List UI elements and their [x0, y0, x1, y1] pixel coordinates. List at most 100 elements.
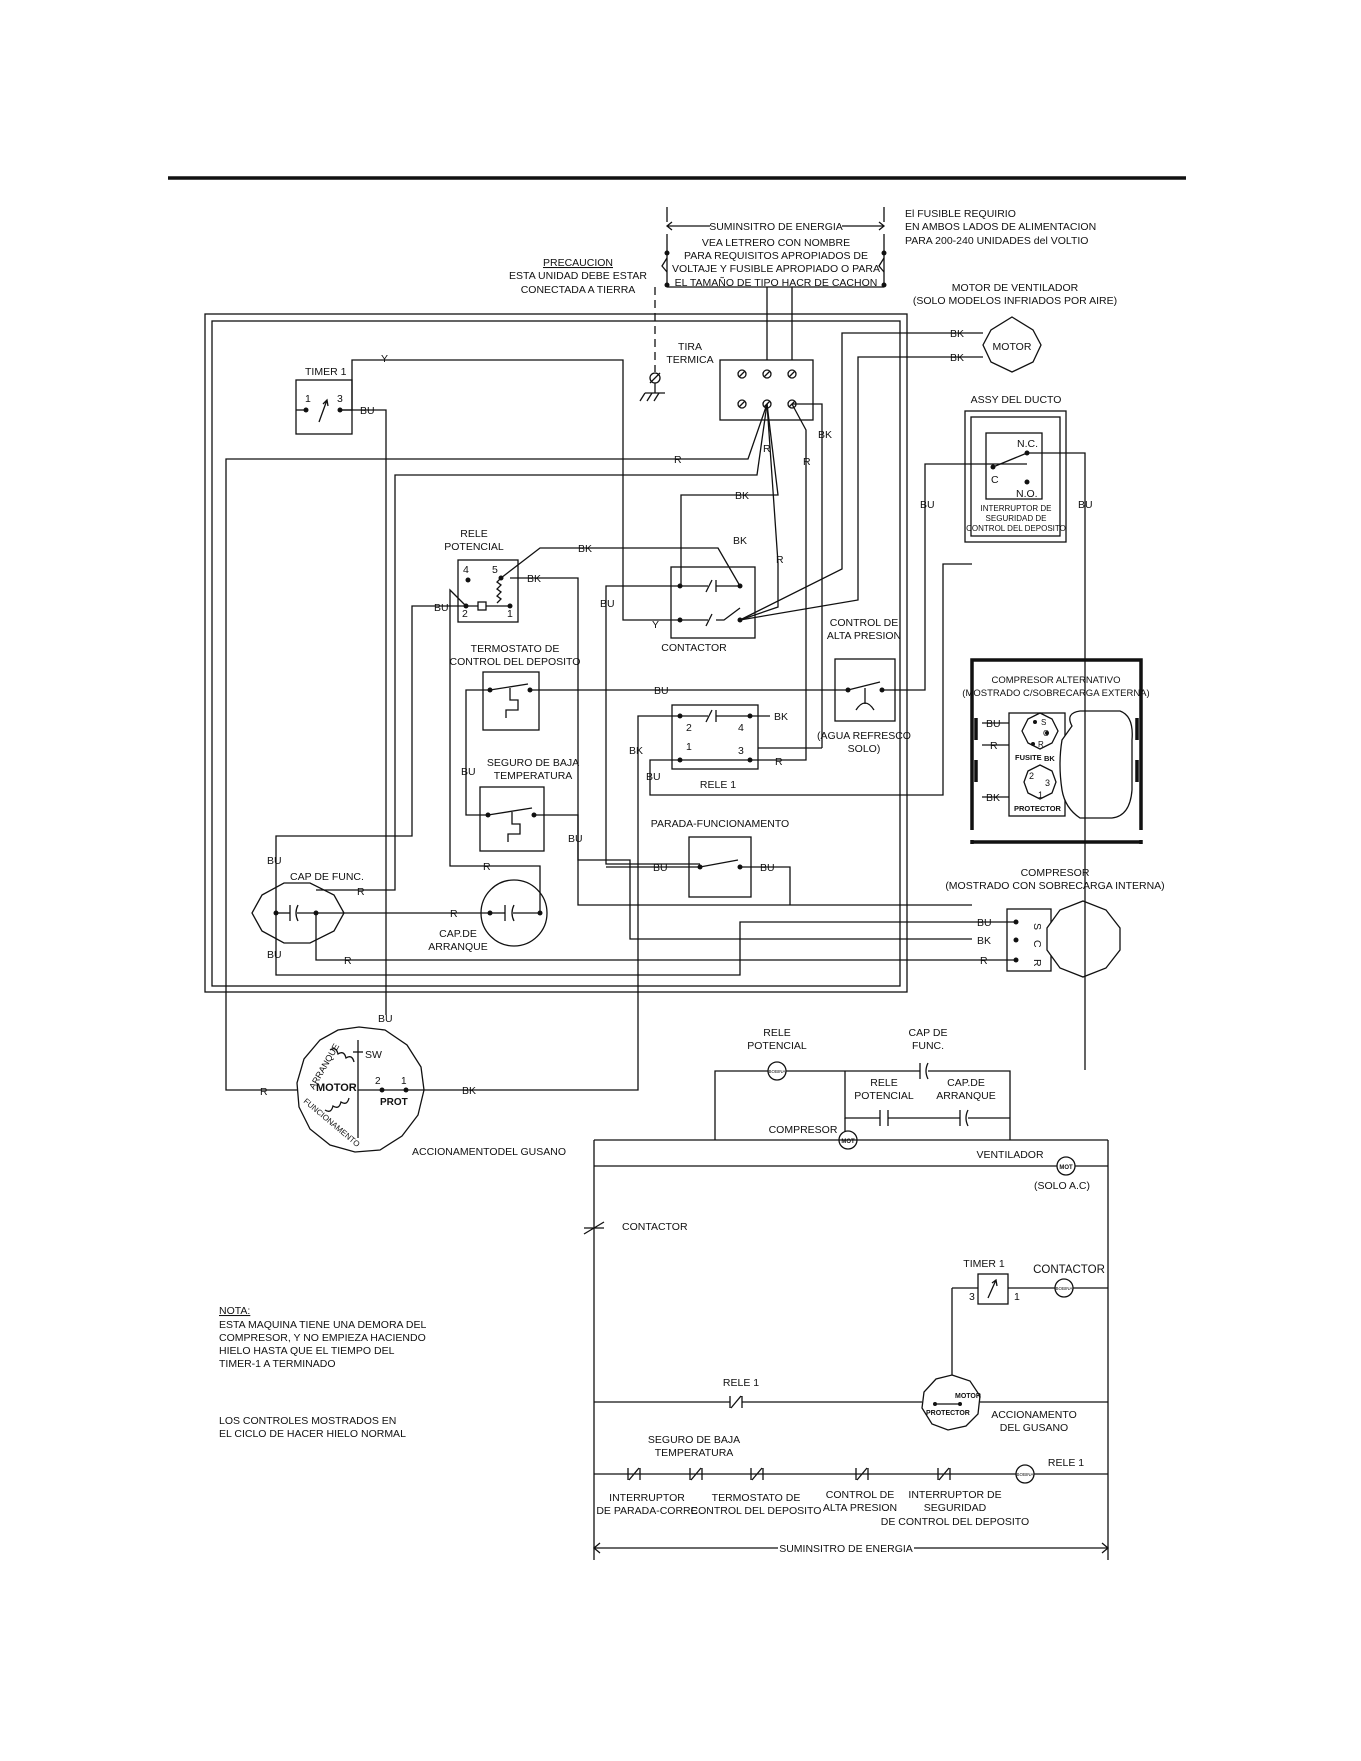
- svg-text:BOBINA: BOBINA: [1055, 1286, 1072, 1291]
- svg-text:R: R: [450, 908, 458, 920]
- svg-text:HIELO HASTA QUE EL TIEMPO DEL: HIELO HASTA QUE EL TIEMPO DEL: [219, 1345, 395, 1357]
- svg-text:EN AMBOS LADOS DE ALIMENTACION: EN AMBOS LADOS DE ALIMENTACION: [905, 221, 1096, 233]
- svg-text:LOS CONTROLES MOSTRADOS EN: LOS CONTROLES MOSTRADOS EN: [219, 1415, 396, 1427]
- svg-text:R: R: [776, 554, 784, 566]
- svg-text:TERMOSTATO DE: TERMOSTATO DE: [471, 643, 560, 655]
- svg-text:TERMICA: TERMICA: [666, 354, 713, 366]
- svg-text:N.C.: N.C.: [1017, 438, 1038, 450]
- svg-text:TIMER 1: TIMER 1: [963, 1258, 1005, 1270]
- svg-text:INTERRUPTOR: INTERRUPTOR: [609, 1492, 685, 1504]
- svg-text:R: R: [357, 886, 365, 898]
- svg-text:2: 2: [375, 1076, 381, 1087]
- timer-1: TIMER 1 1 3: [295, 366, 353, 435]
- supply-line-2: PARA REQUISITOS APROPIADOS DE: [684, 250, 868, 262]
- svg-text:(SOLO A.C): (SOLO A.C): [1034, 1180, 1090, 1192]
- potential-relay: RELE POTENCIAL 4 5 2 1: [444, 528, 519, 623]
- svg-text:BK: BK: [1044, 754, 1055, 763]
- svg-text:BU: BU: [646, 771, 661, 783]
- svg-text:RELE: RELE: [870, 1077, 897, 1089]
- svg-text:MOTOR: MOTOR: [993, 341, 1032, 353]
- svg-text:ALTA PRESION: ALTA PRESION: [827, 630, 901, 642]
- svg-text:Y: Y: [652, 619, 659, 631]
- ladder-diagram: RELE POTENCIAL BOBINA CAP DE FUNC. RELE …: [583, 1027, 1110, 1560]
- svg-text:BU: BU: [461, 766, 476, 778]
- svg-text:TIMER 1: TIMER 1: [305, 366, 347, 378]
- svg-text:BK: BK: [950, 352, 964, 364]
- svg-text:ARRANQUE: ARRANQUE: [428, 941, 488, 953]
- svg-text:R: R: [483, 861, 491, 873]
- svg-text:DE CONTROL DEL DEPOSITO: DE CONTROL DEL DEPOSITO: [881, 1516, 1029, 1528]
- svg-text:CONECTADA A TIERRA: CONECTADA A TIERRA: [521, 284, 636, 296]
- svg-text:SEGURO DE BAJA: SEGURO DE BAJA: [648, 1434, 740, 1446]
- svg-text:ACCIONAMENTODEL GUSANO: ACCIONAMENTODEL GUSANO: [412, 1146, 566, 1158]
- relay-1: 2 4 1 3 RELE 1: [671, 704, 759, 791]
- svg-text:DE PARADA-CORRE: DE PARADA-CORRE: [596, 1505, 697, 1517]
- svg-text:BK: BK: [986, 792, 1000, 804]
- svg-text:RELE: RELE: [763, 1027, 790, 1039]
- svg-text:CONTROL DEL DEPOSITO: CONTROL DEL DEPOSITO: [450, 656, 581, 668]
- fan-motor-icon: [982, 316, 1042, 373]
- svg-text:BU: BU: [977, 917, 992, 929]
- high-pressure-control: CONTROL DE ALTA PRESION (AGUA REFRESCO S…: [817, 617, 911, 755]
- svg-text:TEMPERATURA: TEMPERATURA: [494, 770, 573, 782]
- svg-text:4: 4: [463, 564, 469, 576]
- svg-text:5: 5: [492, 564, 498, 576]
- svg-text:1: 1: [686, 741, 692, 753]
- timer-arrow-icon: [987, 1278, 998, 1299]
- run-capacitor: CAP DE FUNC.: [251, 871, 364, 944]
- svg-text:N.O.: N.O.: [1016, 488, 1038, 500]
- svg-text:ESTA MAQUINA TIENE UNA DEMORA: ESTA MAQUINA TIENE UNA DEMORA DEL: [219, 1319, 426, 1331]
- svg-text:BU: BU: [568, 833, 583, 845]
- svg-text:BU: BU: [360, 405, 375, 417]
- svg-text:SEGURIDAD DE: SEGURIDAD DE: [986, 514, 1047, 523]
- svg-text:POTENCIAL: POTENCIAL: [444, 541, 504, 553]
- supply-line-1: VEA LETRERO CON NOMBRE: [702, 237, 850, 249]
- bin-thermostat: TERMOSTATO DE CONTROL DEL DEPOSITO: [450, 643, 581, 731]
- note-block: NOTA: ESTA MAQUINA TIENE UNA DEMORA DEL …: [219, 1305, 426, 1440]
- svg-text:SOLO): SOLO): [848, 743, 881, 755]
- svg-text:BK: BK: [818, 429, 832, 441]
- svg-text:RELE 1: RELE 1: [700, 779, 736, 791]
- svg-text:2: 2: [686, 722, 692, 734]
- compressor-external-overload: COMPRESOR ALTERNATIVO (MOSTRADO C/SOBREC…: [962, 658, 1150, 844]
- svg-text:BK: BK: [462, 1085, 476, 1097]
- svg-text:(MOSTRADO C/SOBRECARGA EXTERNA: (MOSTRADO C/SOBRECARGA EXTERNA): [962, 688, 1149, 699]
- timer-arrow-icon: [318, 398, 329, 423]
- svg-text:3: 3: [1045, 778, 1050, 788]
- start-capacitor: CAP.DE ARRANQUE: [428, 879, 548, 953]
- svg-text:ACCIONAMENTO: ACCIONAMENTO: [991, 1409, 1077, 1421]
- svg-text:DEL GUSANO: DEL GUSANO: [1000, 1422, 1068, 1434]
- svg-text:BU: BU: [600, 598, 615, 610]
- svg-text:PARA 200-240 UNIDADES del VOLT: PARA 200-240 UNIDADES del VOLTIO: [905, 235, 1088, 247]
- svg-text:(AGUA REFRESCO: (AGUA REFRESCO: [817, 730, 911, 742]
- svg-text:MOTOR: MOTOR: [955, 1393, 981, 1400]
- svg-text:4: 4: [738, 722, 744, 734]
- svg-text:PROT: PROT: [380, 1097, 408, 1108]
- svg-text:R: R: [803, 456, 811, 468]
- svg-text:SW: SW: [365, 1049, 382, 1061]
- svg-text:PROTECTOR: PROTECTOR: [926, 1410, 970, 1417]
- contactor: CONTACTOR: [661, 566, 756, 654]
- svg-text:BU: BU: [267, 949, 282, 961]
- svg-text:R: R: [763, 443, 771, 455]
- svg-text:COMPRESOR: COMPRESOR: [1021, 867, 1090, 879]
- svg-text:BK: BK: [578, 543, 592, 555]
- svg-text:CAP DE FUNC.: CAP DE FUNC.: [290, 871, 364, 883]
- svg-text:ARRANQUE: ARRANQUE: [936, 1090, 996, 1102]
- svg-text:CAP DE: CAP DE: [909, 1027, 948, 1039]
- svg-text:RELE 1: RELE 1: [1048, 1457, 1084, 1469]
- svg-text:COMPRESOR ALTERNATIVO: COMPRESOR ALTERNATIVO: [992, 675, 1121, 686]
- svg-text:El FUSIBLE REQUIRIO: El FUSIBLE REQUIRIO: [905, 208, 1016, 220]
- svg-text:FUSITE: FUSITE: [1015, 753, 1042, 762]
- svg-text:INTERRUPTOR DE: INTERRUPTOR DE: [908, 1489, 1001, 1501]
- svg-text:TEMPERATURA: TEMPERATURA: [655, 1447, 734, 1459]
- fan-motor: MOTOR DE VENTILADOR (SOLO MODELOS INFRIA…: [913, 282, 1117, 373]
- svg-text:3: 3: [337, 393, 343, 405]
- gear-motor-icon: [921, 1374, 981, 1431]
- svg-text:CONTACTOR: CONTACTOR: [1033, 1264, 1105, 1276]
- svg-text:BU: BU: [653, 862, 668, 874]
- svg-text:BK: BK: [774, 711, 788, 723]
- svg-text:BK: BK: [950, 328, 964, 340]
- svg-text:(SOLO MODELOS INFRIADOS POR AI: (SOLO MODELOS INFRIADOS POR AIRE): [913, 295, 1117, 307]
